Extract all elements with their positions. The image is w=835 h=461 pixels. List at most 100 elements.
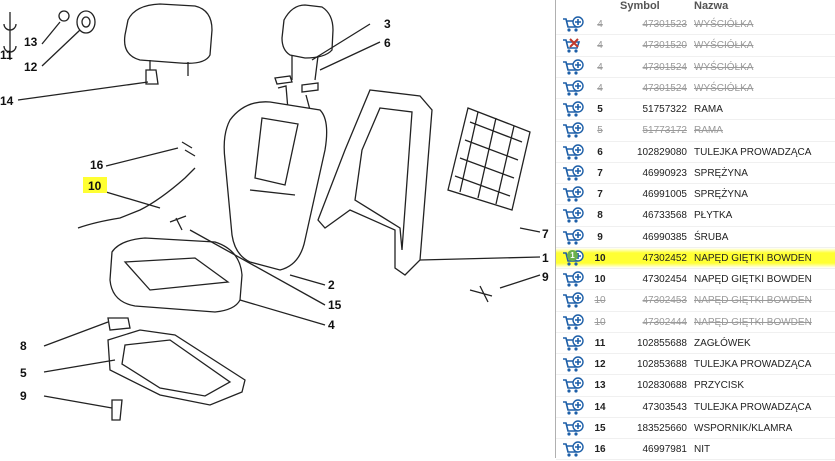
label-10[interactable]: 10 xyxy=(88,179,102,193)
row-symbol[interactable]: 47302444 xyxy=(642,316,688,328)
row-symbol[interactable]: 46733568 xyxy=(642,210,688,222)
add-to-cart-icon[interactable] xyxy=(562,271,584,288)
row-index: 13 xyxy=(594,380,606,392)
label-14[interactable]: 14 xyxy=(0,94,14,108)
row-symbol[interactable]: 46990923 xyxy=(642,167,688,179)
row-name: SPRĘŻYNA xyxy=(694,167,748,179)
label-5[interactable]: 5 xyxy=(20,366,27,380)
row-symbol[interactable]: 102853688 xyxy=(636,359,687,370)
row-symbol[interactable]: 51773172 xyxy=(642,125,688,137)
label-6[interactable]: 6 xyxy=(384,36,391,50)
row-name: ŚRUBA xyxy=(694,231,729,243)
add-to-cart-icon[interactable] xyxy=(562,441,584,458)
label-7[interactable]: 7 xyxy=(542,227,549,241)
row-symbol[interactable]: 47301524 xyxy=(642,82,688,94)
row-index: 15 xyxy=(594,422,606,434)
label-11[interactable]: 11 xyxy=(0,48,13,62)
label-13[interactable]: 13 xyxy=(24,35,38,49)
header-nazwa: Nazwa xyxy=(694,0,729,12)
add-to-cart-icon[interactable]: 1 xyxy=(562,249,584,267)
remove-from-cart-icon[interactable] xyxy=(562,37,584,54)
row-index: 7 xyxy=(597,189,603,200)
label-15[interactable]: 15 xyxy=(328,298,342,312)
label-2[interactable]: 2 xyxy=(328,278,335,292)
add-to-cart-icon[interactable] xyxy=(562,122,584,139)
row-index: 10 xyxy=(594,295,606,307)
row-symbol[interactable]: 46990385 xyxy=(642,231,688,243)
row-symbol[interactable]: 46997981 xyxy=(642,444,688,455)
add-to-cart-icon[interactable] xyxy=(562,186,584,203)
row-symbol[interactable]: 102829080 xyxy=(636,146,687,158)
add-to-cart-icon[interactable] xyxy=(562,80,584,97)
label-4[interactable]: 4 xyxy=(328,318,335,332)
row-index: 8 xyxy=(597,210,603,222)
add-to-cart-icon[interactable] xyxy=(562,335,584,352)
label-9b[interactable]: 9 xyxy=(20,389,27,403)
row-symbol[interactable]: 51757322 xyxy=(642,104,688,115)
row-symbol[interactable]: 47301520 xyxy=(642,40,688,52)
add-to-cart-icon[interactable] xyxy=(562,420,584,437)
add-to-cart-icon[interactable] xyxy=(562,398,584,416)
add-to-cart-icon[interactable] xyxy=(562,207,584,224)
row-symbol[interactable]: 47302454 xyxy=(642,274,688,285)
add-to-cart-icon[interactable] xyxy=(562,143,584,161)
row-name: WYŚCIÓŁKA xyxy=(694,19,754,30)
add-to-cart-icon[interactable] xyxy=(562,228,584,246)
highlight-marker xyxy=(83,177,107,193)
label-3[interactable]: 3 xyxy=(384,17,391,31)
table-row[interactable]: 8 46733568 PŁYTKA xyxy=(556,205,835,227)
row-symbol[interactable]: 46991005 xyxy=(642,189,688,200)
table-row[interactable]: 15 183525660 WSPORNIK/KLAMRA xyxy=(556,418,835,439)
row-index: 4 xyxy=(597,82,603,94)
row-symbol[interactable]: 47301523 xyxy=(642,19,688,30)
label-16[interactable]: 16 xyxy=(90,158,104,172)
label-9a[interactable]: 9 xyxy=(542,270,549,284)
label-12[interactable]: 12 xyxy=(24,60,38,74)
row-index: 12 xyxy=(594,359,606,370)
label-1[interactable]: 1 xyxy=(542,251,549,265)
row-name: SPRĘŻYNA xyxy=(694,189,748,200)
add-to-cart-icon[interactable] xyxy=(562,313,584,331)
row-symbol[interactable]: 47302453 xyxy=(642,295,688,307)
row-symbol[interactable]: 102855688 xyxy=(636,337,687,349)
add-to-cart-icon[interactable] xyxy=(562,356,584,373)
row-name: WSPORNIK/KLAMRA xyxy=(694,422,793,434)
add-to-cart-icon[interactable] xyxy=(562,292,584,309)
row-symbol[interactable]: 47302452 xyxy=(642,252,688,264)
add-to-cart-icon[interactable] xyxy=(562,165,584,182)
row-symbol[interactable]: 47301524 xyxy=(642,61,688,73)
row-symbol[interactable]: 47303543 xyxy=(642,401,688,413)
row-name: RAMA xyxy=(694,125,723,137)
row-index: 4 xyxy=(597,40,603,52)
row-symbol[interactable]: 183525660 xyxy=(636,422,687,434)
label-8[interactable]: 8 xyxy=(20,339,27,353)
add-to-cart-icon[interactable] xyxy=(562,377,584,394)
row-symbol[interactable]: 102830688 xyxy=(636,380,687,392)
table-row[interactable]: 7 46991005 SPRĘŻYNA xyxy=(556,184,835,206)
row-name: PŁYTKA xyxy=(694,210,733,222)
row-name: TULEJKA PROWADZĄCA xyxy=(694,146,812,158)
add-to-cart-icon[interactable] xyxy=(562,58,584,76)
add-to-cart-icon[interactable] xyxy=(562,101,584,118)
add-to-cart-icon[interactable] xyxy=(562,16,584,33)
